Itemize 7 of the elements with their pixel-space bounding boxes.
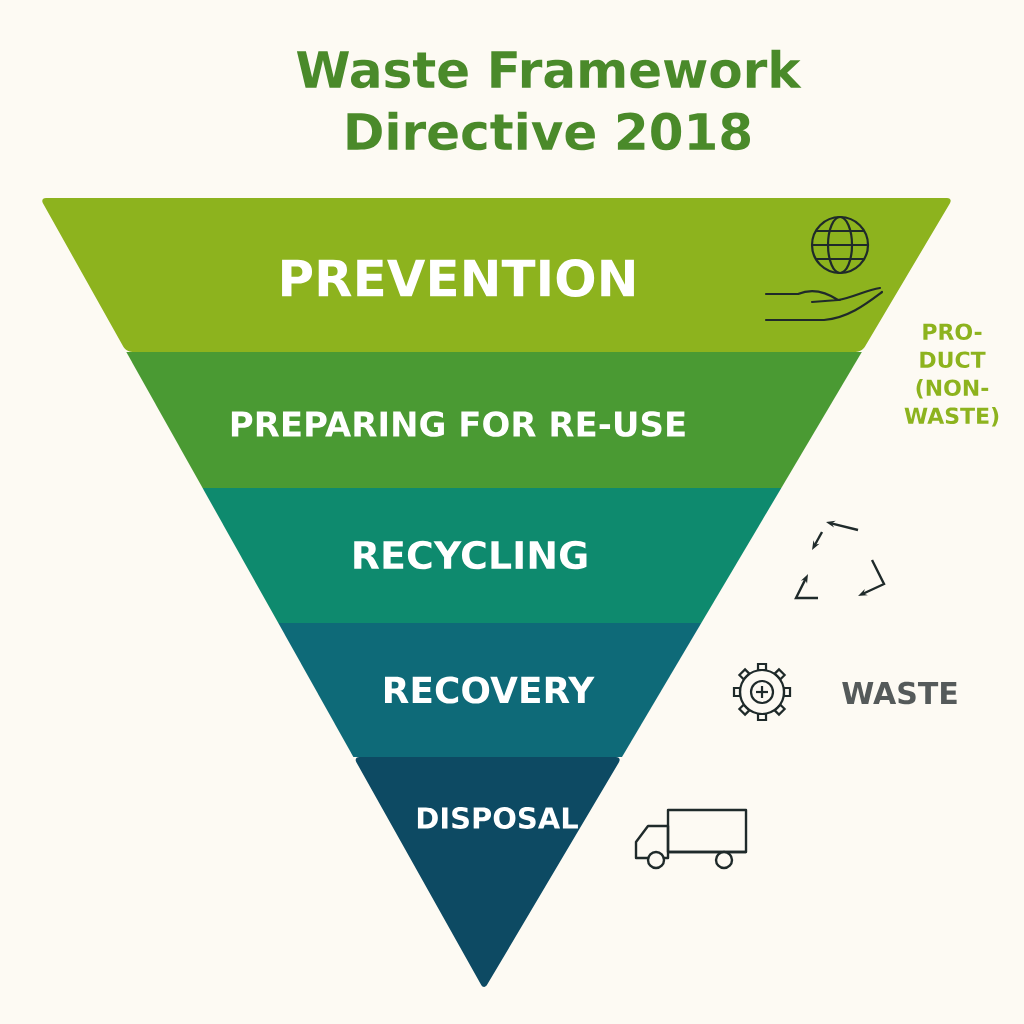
hierarchy-band: RECYCLING: [202, 488, 782, 623]
hierarchy-band: PREPARING FOR RE-USE: [126, 352, 862, 488]
side-label: WASTE: [842, 681, 957, 705]
hierarchy-band: DISPOSAL: [355, 757, 620, 987]
hierarchy-band: RECOVERY: [278, 623, 702, 757]
side-label: PRO- DUCT (NON- WASTE): [904, 323, 999, 427]
title: Waste Framework Directive 2018: [296, 49, 802, 151]
